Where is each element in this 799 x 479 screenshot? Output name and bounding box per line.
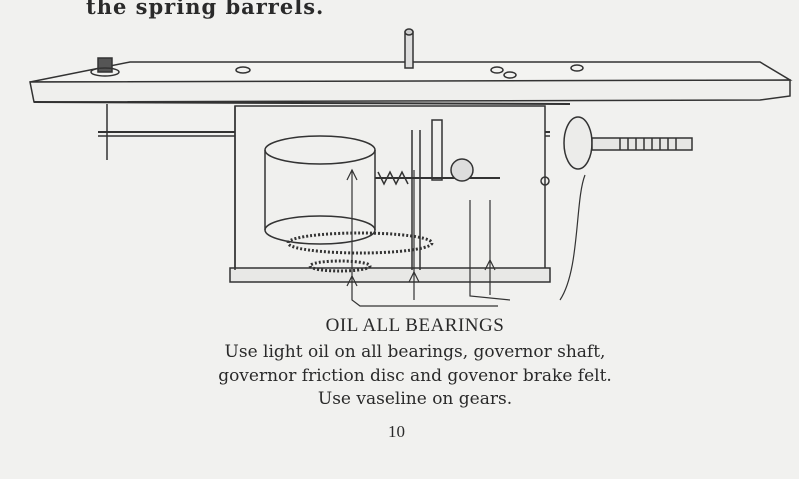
governor-weight xyxy=(450,158,474,182)
motor-frame xyxy=(234,105,546,275)
oil-arrows xyxy=(346,168,586,307)
page-number: 10 xyxy=(388,422,405,441)
instruction-line: Use light oil on all bearings, governor … xyxy=(224,342,606,362)
continued-text: the spring barrels. xyxy=(86,0,325,19)
section-heading: OIL ALL BEARINGS xyxy=(325,315,505,336)
governor-spring xyxy=(377,170,409,186)
crank-escutcheon xyxy=(563,116,593,170)
motor-board-front xyxy=(29,79,791,103)
main-gear xyxy=(286,231,434,255)
instruction-line: governor friction disc and govenor brake… xyxy=(218,366,612,386)
speed-knob xyxy=(97,57,113,73)
crank-shaft xyxy=(591,137,693,151)
instruction-line: Use vaseline on gears. xyxy=(317,389,513,409)
spindle xyxy=(404,31,414,69)
